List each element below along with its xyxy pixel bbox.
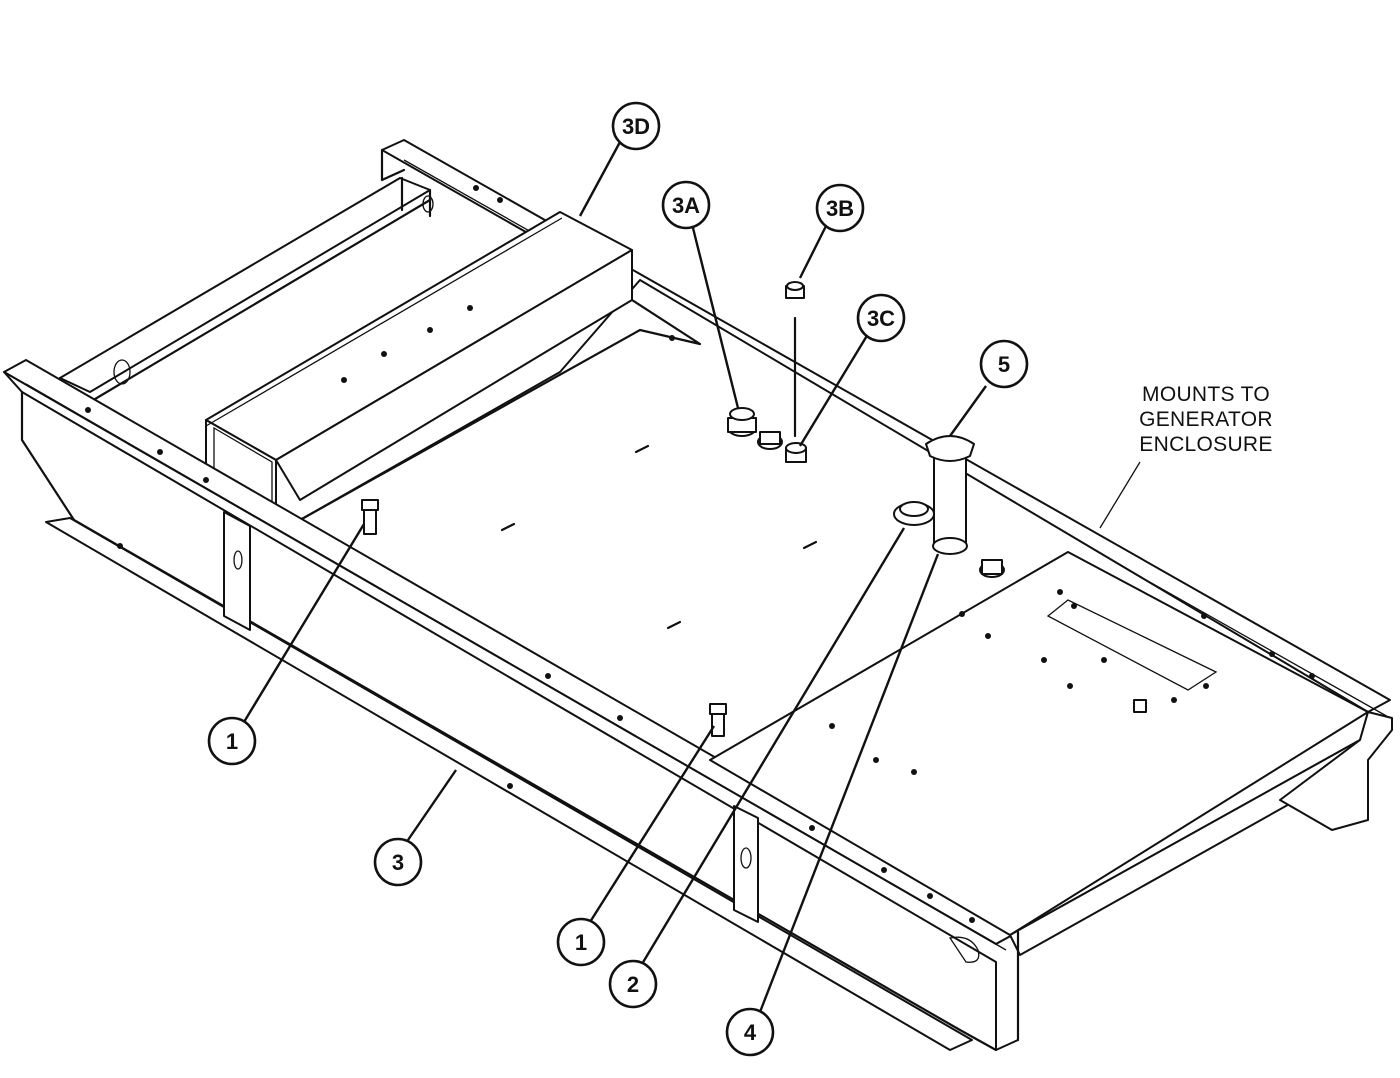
callout-5-label: 5 (998, 352, 1010, 377)
callout-3a-label: 3A (672, 193, 700, 218)
pad-nut (1133, 699, 1147, 713)
pad-fitting (979, 559, 1005, 578)
cap-3b (785, 281, 805, 299)
fitting-1-center (709, 703, 727, 737)
callout-2-label: 2 (627, 972, 639, 997)
coupling-3c (785, 442, 807, 463)
front-rail-face (3, 371, 1019, 1051)
note-line-1: MOUNTS TO (1142, 383, 1270, 406)
callout-4-label: 4 (744, 1020, 757, 1045)
callout-3c-label: 3C (867, 306, 895, 331)
bracket-left (223, 511, 251, 631)
mount-note: MOUNTS TO GENERATOR ENCLOSURE (1139, 383, 1273, 456)
frame-hole (113, 359, 131, 385)
fittings (361, 281, 1147, 737)
raised-pad (709, 551, 1369, 936)
rail-holes (85, 185, 1315, 923)
callout-3d-label: 3D (622, 114, 650, 139)
callout-3c: 3C (856, 293, 906, 343)
fill-pipe-5 (925, 435, 975, 555)
callout-3d: 3D (611, 101, 661, 151)
callout-1-left-label: 1 (226, 729, 238, 754)
plug-hex (757, 431, 783, 450)
callout-3a: 3A (661, 180, 711, 230)
callout-4: 4 (725, 1007, 775, 1057)
callout-3b: 3B (815, 183, 865, 233)
callout-2: 2 (608, 959, 658, 1009)
tank-body (3, 139, 1393, 1052)
callout-5: 5 (979, 339, 1029, 389)
plate-marks (500, 444, 818, 630)
bracket-center (733, 805, 759, 923)
right-end (1279, 711, 1393, 831)
callout-1-center-label: 1 (575, 930, 587, 955)
note-line-2: GENERATOR (1139, 408, 1273, 431)
leader-lines (242, 141, 1141, 1013)
plug-3a (727, 407, 757, 437)
fitting-1-left (361, 499, 379, 535)
callout-1-left: 1 (207, 716, 257, 766)
callout-1-center: 1 (556, 917, 606, 967)
callout-3b-label: 3B (826, 196, 854, 221)
callout-3: 3 (373, 837, 423, 887)
pad-opening (1046, 599, 1218, 691)
callout-3-label: 3 (392, 850, 404, 875)
note-line-3: ENCLOSURE (1139, 433, 1272, 456)
fuel-cap-2 (893, 501, 935, 526)
